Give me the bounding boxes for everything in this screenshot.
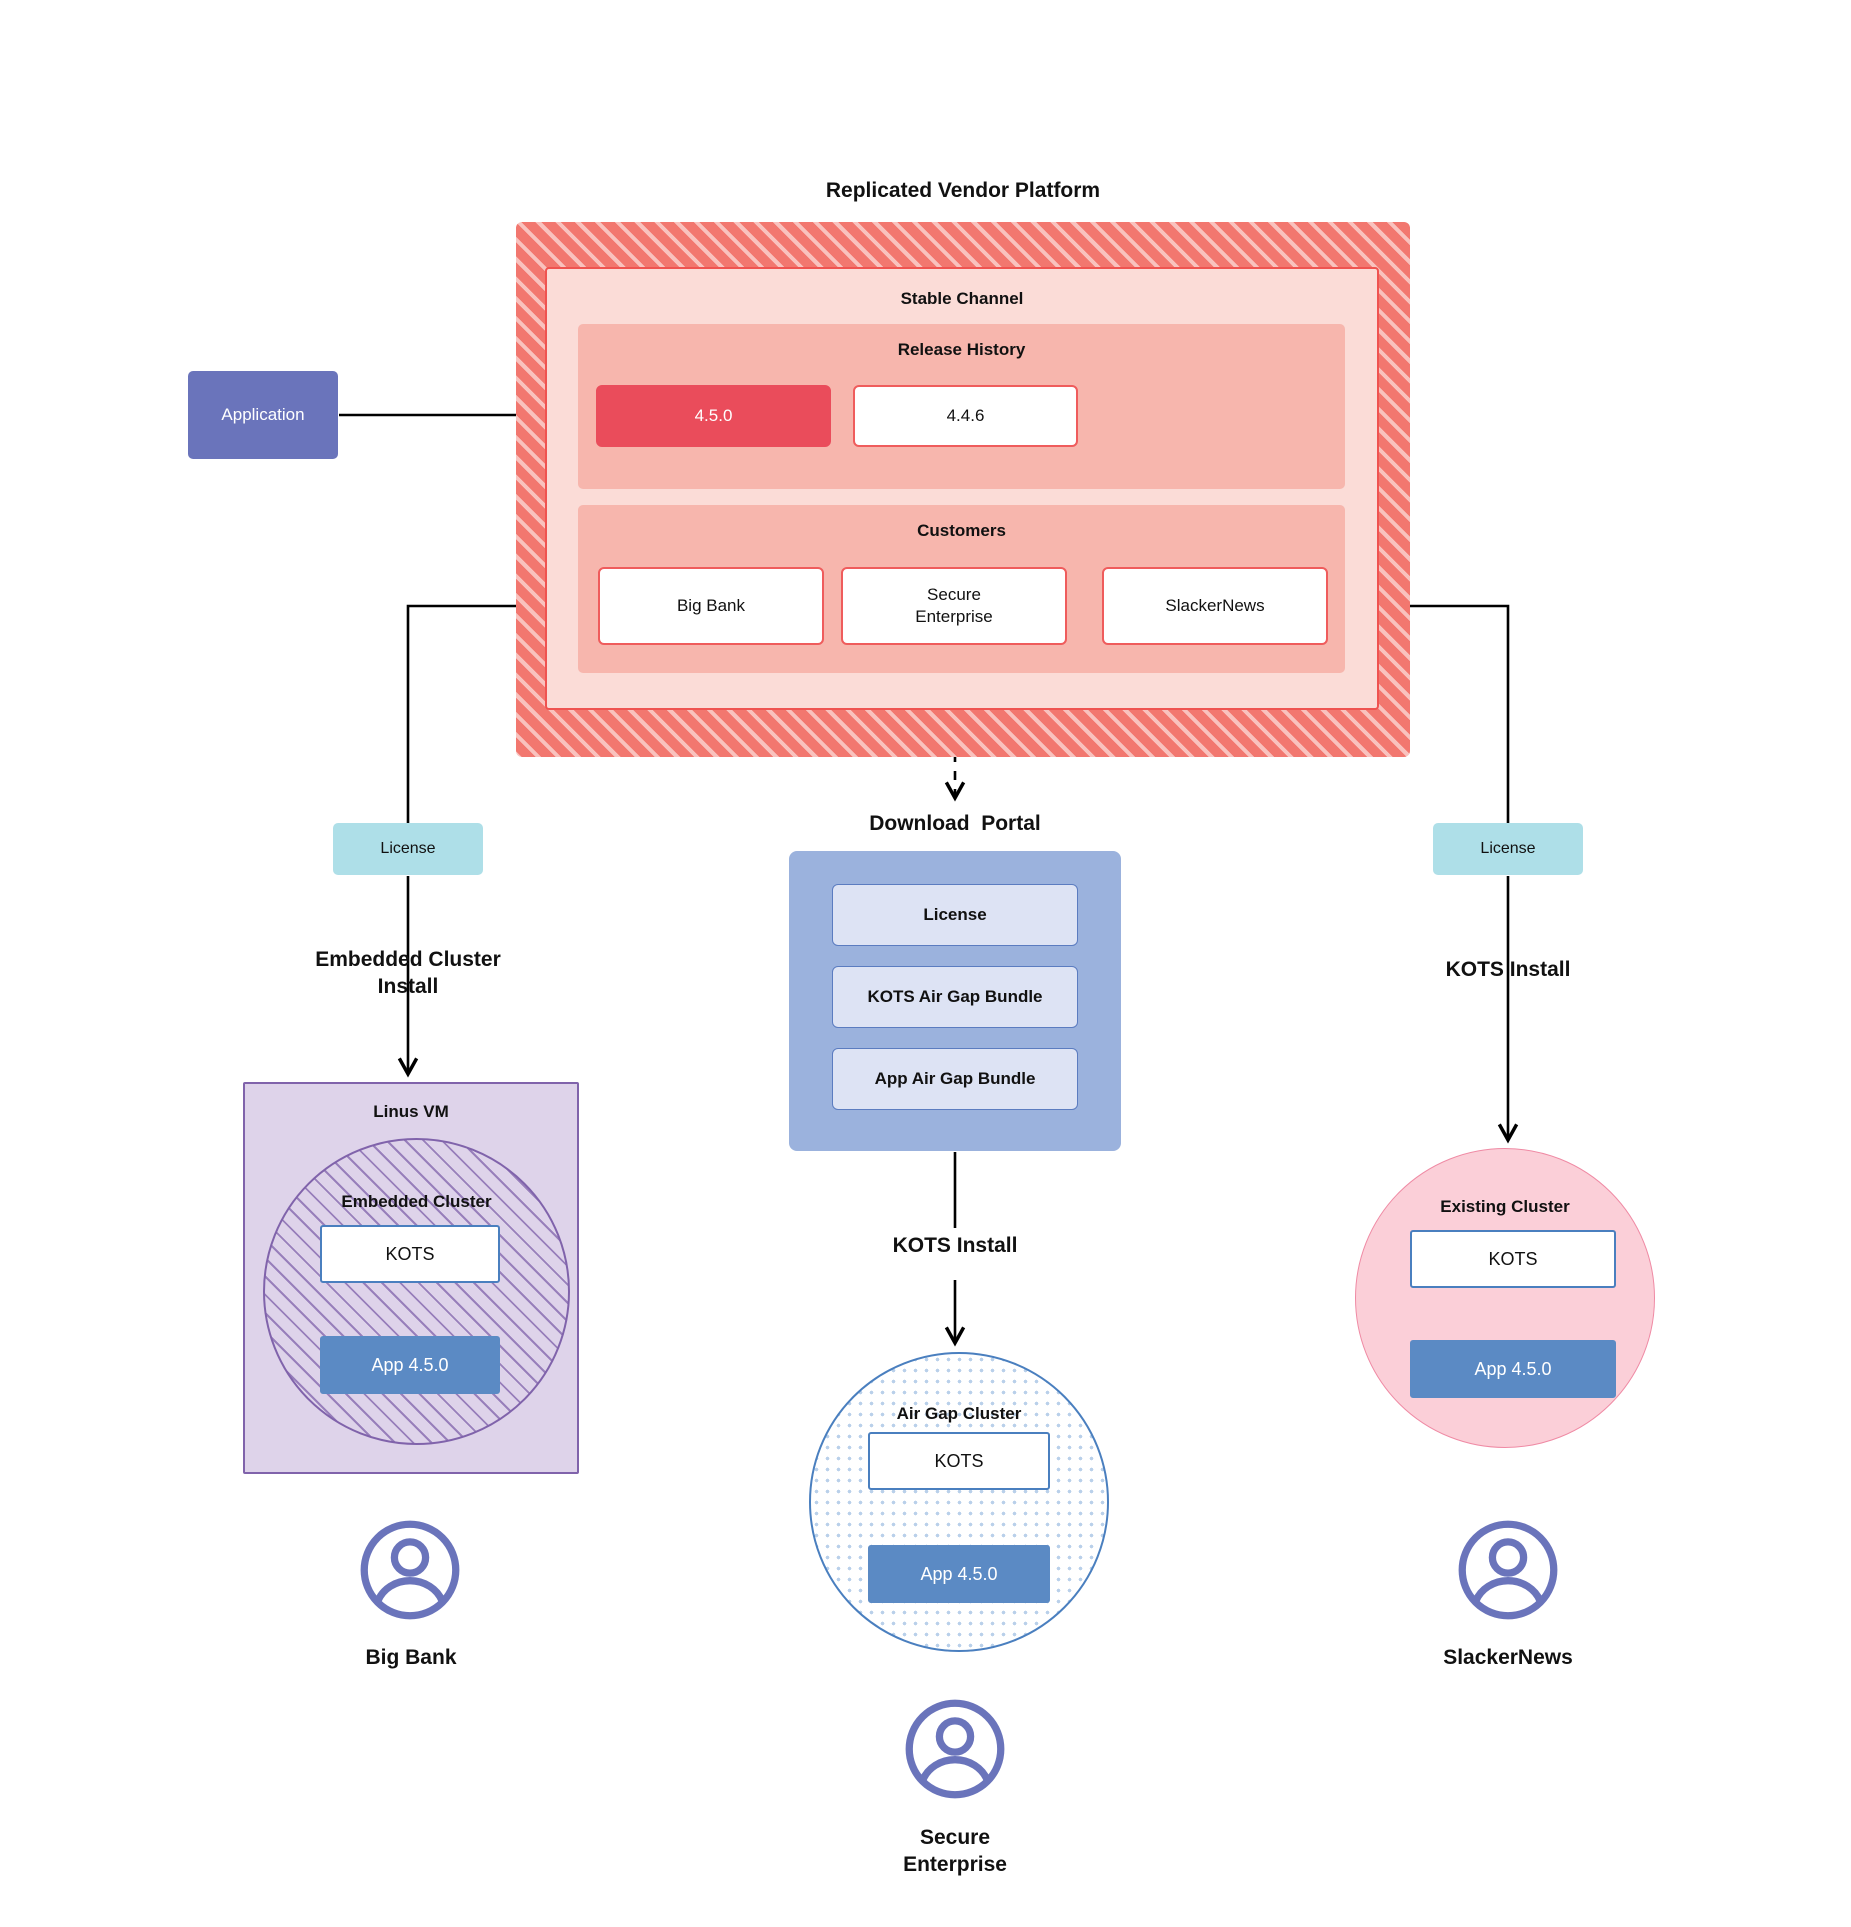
kots-label-right: KOTS [1488,1248,1538,1269]
kots-box-left[interactable]: KOTS [320,1225,500,1283]
license-label-left: License [380,840,436,857]
license-box-right[interactable]: License [1433,823,1583,875]
portal-item-app-air-gap-bundle-label: App Air Gap Bundle [874,1069,1036,1088]
release-history-title: Release History [897,340,1026,359]
app-label-right: App 4.5.0 [1474,1358,1552,1379]
customers-title: Customers [917,521,1006,540]
kots-box-right[interactable]: KOTS [1410,1230,1616,1288]
app-box-center[interactable]: App 4.5.0 [868,1545,1050,1603]
portal-item-kots-air-gap-bundle-label: KOTS Air Gap Bundle [867,987,1043,1006]
install-label-right: KOTS Install [1445,958,1571,981]
existing-cluster-title: Existing Cluster [1440,1197,1570,1216]
avatar-big-bank [358,1518,462,1622]
portal-item-app-air-gap-bundle[interactable]: App Air Gap Bundle [832,1048,1078,1110]
application-box[interactable]: Application [188,371,338,459]
customer-label-big-bank: Big Bank [365,1646,457,1669]
portal-item-license[interactable]: License [832,884,1078,946]
release-version-current: 4.5.0 [694,406,733,426]
portal-item-license-label: License [923,905,987,924]
license-box-left[interactable]: License [333,823,483,875]
customer-label-slackernews: SlackerNews [1443,1646,1573,1669]
release-version-previous: 4.4.6 [946,406,985,426]
release-chip-current[interactable]: 4.5.0 [596,385,831,447]
avatar-slackernews [1456,1518,1560,1622]
release-chip-previous[interactable]: 4.4.6 [853,385,1078,447]
install-label-center: KOTS Install [892,1234,1018,1257]
customer-name-slackernews: SlackerNews [1165,596,1265,616]
download-portal-container: License KOTS Air Gap Bundle App Air Gap … [789,851,1121,1151]
customer-name-big-bank: Big Bank [676,596,746,616]
license-label-right: License [1480,840,1536,857]
kots-box-center[interactable]: KOTS [868,1432,1050,1490]
avatar-secure-enterprise [903,1697,1007,1801]
application-label: Application [221,405,305,424]
existing-cluster-circle: Existing Cluster [1355,1148,1655,1448]
customer-label-secure-enterprise: Secure Enterprise [903,1826,1007,1876]
air-gap-cluster-title: Air Gap Cluster [896,1404,1022,1423]
air-gap-cluster-circle: Air Gap Cluster [809,1352,1109,1652]
portal-item-kots-air-gap-bundle[interactable]: KOTS Air Gap Bundle [832,966,1078,1028]
app-box-left[interactable]: App 4.5.0 [320,1336,500,1394]
app-label-center: App 4.5.0 [920,1563,998,1584]
download-portal-title: Download Portal [869,812,1041,835]
stable-channel-title: Stable Channel [900,289,1024,308]
customer-chip-slackernews[interactable]: SlackerNews [1102,567,1328,645]
kots-label-center: KOTS [934,1450,984,1471]
embedded-cluster-circle: Embedded Cluster [263,1138,570,1445]
customer-name-secure-enterprise: Secure Enterprise [915,585,993,626]
app-label-left: App 4.5.0 [371,1354,449,1375]
app-box-right[interactable]: App 4.5.0 [1410,1340,1616,1398]
install-label-left: Embedded Cluster Install [315,948,501,998]
customer-chip-secure-enterprise[interactable]: Secure Enterprise [841,567,1067,645]
diagram-title: Replicated Vendor Platform [825,179,1101,202]
kots-label-left: KOTS [385,1243,435,1264]
linus-vm-title: Linus VM [373,1102,449,1121]
customer-chip-big-bank[interactable]: Big Bank [598,567,824,645]
embedded-cluster-title: Embedded Cluster [341,1192,492,1211]
